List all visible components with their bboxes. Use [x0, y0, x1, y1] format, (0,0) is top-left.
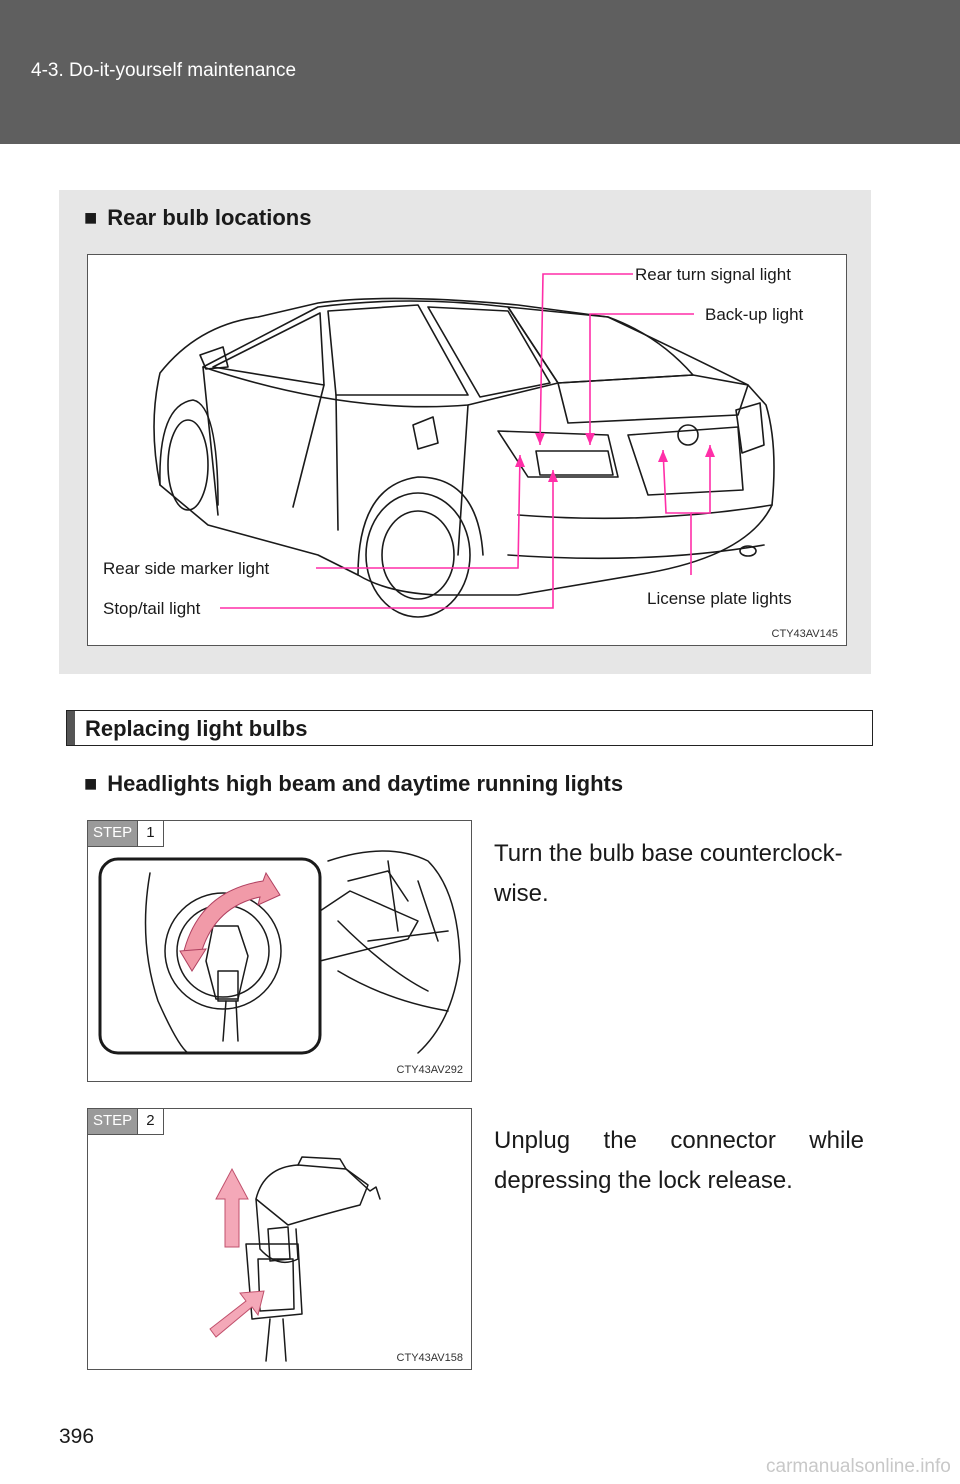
square-bullet-icon: ■ [84, 771, 98, 796]
watermark: carmanualsonline.info [766, 1456, 951, 1477]
step2-text: Unplug the connector while depressing th… [494, 1127, 864, 1194]
titlebar-accent [67, 711, 75, 745]
step-word: STEP [88, 821, 138, 846]
rear-bulb-figure: Rear turn signal light Back-up light Rea… [87, 254, 847, 646]
step2-badge: STEP 2 [88, 1109, 164, 1135]
label-license-plate: License plate lights [647, 589, 792, 608]
square-bullet-icon: ■ [84, 205, 98, 230]
subheading-text: Headlights high beam and daytime running… [107, 771, 624, 796]
section-titlebar: Replacing light bulbs [66, 710, 873, 746]
headlight-bulb-illustration [98, 850, 461, 1055]
figure-code: CTY43AV292 [396, 1064, 463, 1076]
label-rear-side-marker: Rear side marker light [103, 559, 270, 578]
step1-text: Turn the bulb base counterclock-wise. [494, 840, 843, 907]
header-bar: 4-3. Do-it-yourself maintenance [0, 0, 960, 144]
rear-bulb-heading-text: Rear bulb locations [107, 205, 312, 230]
connector-unplug-illustration [209, 1156, 381, 1362]
label-stop-tail: Stop/tail light [103, 599, 201, 618]
label-back-up: Back-up light [705, 305, 804, 324]
figure-code: CTY43AV158 [396, 1352, 463, 1364]
step1-figure: STEP 1 CTY43AV292 [87, 820, 472, 1082]
page-number: 396 [59, 1425, 95, 1448]
rear-bulb-heading: ■ Rear bulb locations [84, 205, 311, 231]
step-number: 1 [137, 821, 163, 846]
subheading: ■ Headlights high beam and daytime runnin… [84, 771, 623, 797]
step2-figure: STEP 2 CTY43AV158 [87, 1108, 472, 1370]
step1-badge: STEP 1 [88, 821, 164, 847]
step-word: STEP [88, 1109, 138, 1134]
car-rear-illustration [153, 273, 775, 618]
label-rear-turn-signal: Rear turn signal light [635, 265, 791, 284]
figure-code: CTY43AV145 [771, 628, 838, 640]
header-title: 4-3. Do-it-yourself maintenance [31, 60, 297, 81]
step-number: 2 [137, 1109, 163, 1134]
section-title: Replacing light bulbs [85, 716, 308, 741]
